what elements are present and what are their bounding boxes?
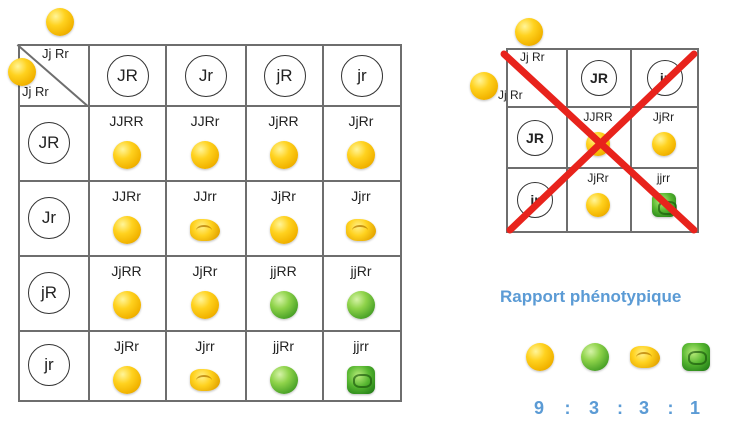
small-column-header-circle: JR xyxy=(581,60,617,96)
gamete-pea-left xyxy=(8,58,36,86)
ratio-green-round-pea xyxy=(581,343,609,371)
small-yellow-round-pea xyxy=(586,193,610,217)
green-round-pea xyxy=(269,291,298,319)
yellow-round-pea xyxy=(112,291,141,319)
grid-hline xyxy=(18,255,402,257)
column-header-circle: jR xyxy=(263,55,306,97)
grid-hline xyxy=(18,400,402,402)
ratio-yellow-round-pea xyxy=(526,343,554,371)
cell-genotype: Jjrr xyxy=(195,338,215,354)
cell-genotype: Jjrr xyxy=(351,188,371,204)
yellow-round-pea xyxy=(112,366,141,394)
grid-vline xyxy=(245,44,247,400)
small-grid-hline xyxy=(506,231,699,233)
cell-genotype: jjRR xyxy=(270,263,297,279)
small-cell-genotype: jjrr xyxy=(656,171,671,185)
grid-hline xyxy=(18,330,402,332)
cell-genotype: JjRr xyxy=(114,338,139,354)
gamete-pea-top xyxy=(46,8,74,36)
column-header-circle: Jr xyxy=(185,55,227,97)
grid-hline xyxy=(18,105,402,107)
row-header-circle: jR xyxy=(28,271,70,314)
green-round-pea xyxy=(347,291,375,319)
yellow-round-pea xyxy=(112,216,141,244)
cell-genotype: JJRR xyxy=(109,113,144,129)
cross-out-mark xyxy=(500,50,698,234)
yellow-wrinkled-pea xyxy=(346,219,376,241)
small-corner-left-label: Jj Rr xyxy=(498,88,523,102)
yellow-round-pea xyxy=(269,216,298,244)
small-row-header-circle: JR xyxy=(517,119,553,156)
ratio-yellow-wrinkled-pea xyxy=(630,346,660,368)
grid-vline xyxy=(88,44,90,400)
small-corner-top-label: Jj Rr xyxy=(520,50,545,64)
row-header-circle: JR xyxy=(28,121,70,164)
corner-left-label: Jj Rr xyxy=(22,84,49,99)
cell-genotype: JjRR xyxy=(268,113,299,129)
cell-genotype: JJRr xyxy=(112,188,141,204)
cell-genotype: JjRR xyxy=(111,263,142,279)
ratio-separator: : xyxy=(667,398,674,418)
small-grid-vline xyxy=(630,48,632,231)
ratio-number: 1 xyxy=(690,398,701,418)
small-grid-vline xyxy=(566,48,568,231)
cell-genotype: JJRr xyxy=(190,113,220,129)
grid-vline xyxy=(322,44,324,400)
green-wrinkled-pea xyxy=(347,366,375,394)
yellow-round-pea xyxy=(191,291,219,319)
cell-genotype: jjRr xyxy=(350,263,372,279)
small-grid-hline xyxy=(506,106,699,108)
small-row-header-circle: jr xyxy=(517,182,553,218)
ratio-green-wrinkled-pea xyxy=(682,343,710,371)
column-header-circle: JR xyxy=(106,55,149,97)
ratio-separator: : xyxy=(617,398,623,418)
yellow-round-pea xyxy=(269,141,298,169)
corner-top-label: Jj Rr xyxy=(42,46,69,61)
yellow-wrinkled-pea xyxy=(190,219,220,241)
small-gamete-pea-top xyxy=(515,18,543,46)
yellow-wrinkled-pea xyxy=(190,369,220,391)
cell-genotype: JjRr xyxy=(271,188,296,204)
ratio-number: 9 xyxy=(534,398,545,418)
column-header-circle: jr xyxy=(341,55,383,97)
small-gamete-pea-left xyxy=(470,72,498,100)
cell-genotype: JjRr xyxy=(192,263,218,279)
small-cell-genotype: JjRr xyxy=(652,110,675,124)
cell-genotype: JJrr xyxy=(193,188,217,204)
row-header-circle: Jr xyxy=(28,196,70,239)
cell-genotype: JjRr xyxy=(348,113,374,129)
small-cell-genotype: JjRr xyxy=(587,171,609,185)
ratio-separator: : xyxy=(564,398,571,418)
grid-vline xyxy=(18,44,20,400)
row-header-circle: jr xyxy=(28,344,70,386)
grid-vline xyxy=(400,44,402,400)
small-grid-hline xyxy=(506,167,699,169)
yellow-round-pea xyxy=(112,141,141,169)
small-grid-vline xyxy=(506,48,508,231)
small-yellow-round-pea xyxy=(651,132,676,156)
ratio-number: 3 xyxy=(639,398,650,418)
grid-hline xyxy=(18,180,402,182)
cell-genotype: jjRr xyxy=(273,338,294,354)
yellow-round-pea xyxy=(191,141,219,169)
ratio-number: 3 xyxy=(589,398,600,418)
grid-vline xyxy=(165,44,167,400)
small-grid-vline xyxy=(697,48,699,231)
grid-hline xyxy=(18,44,402,46)
small-cell-genotype: JJRR xyxy=(583,110,613,124)
small-grid-hline xyxy=(506,48,699,50)
cell-genotype: jjrr xyxy=(353,338,369,354)
green-round-pea xyxy=(269,366,298,394)
yellow-round-pea xyxy=(347,141,375,169)
ratio-title: Rapport phénotypique xyxy=(500,287,682,306)
